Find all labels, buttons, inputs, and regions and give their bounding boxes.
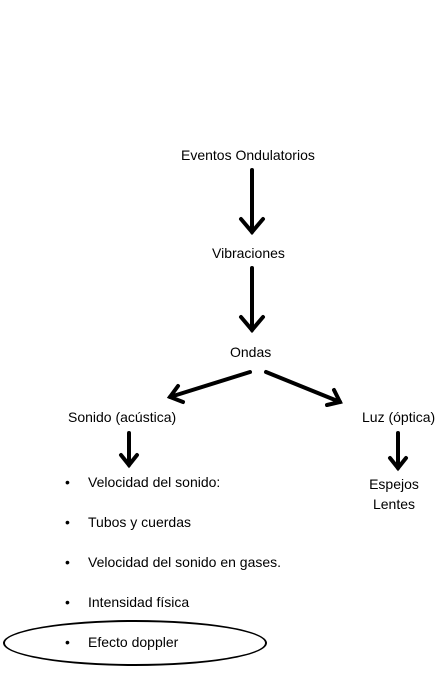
arrow-ondas-to-sonido xyxy=(168,370,252,399)
arrowhead-sonido-to-topics xyxy=(119,453,139,469)
arrowhead-ondas-to-luz xyxy=(325,388,343,407)
list-item: • Velocidad del sonido en gases. xyxy=(62,554,281,594)
bullet-icon: • xyxy=(65,514,70,530)
node-eventos-ondulatorios: Eventos Ondulatorios xyxy=(181,147,315,163)
topic-lentes: Lentes xyxy=(372,496,416,512)
topic-label: Intensidad física xyxy=(88,594,190,610)
topic-espejos: Espejos xyxy=(369,476,419,492)
node-sonido: Sonido (acústica) xyxy=(68,409,177,425)
bullet-icon: • xyxy=(65,554,70,570)
bullet-icon: • xyxy=(65,594,70,610)
arrowhead-ondas-to-sonido xyxy=(166,384,185,404)
topic-label: Tubos y cuerdas xyxy=(88,514,191,530)
light-topics: Espejos Lentes xyxy=(362,474,426,514)
list-item: • Velocidad del sonido: xyxy=(62,474,281,514)
bullet-icon: • xyxy=(65,474,70,490)
arrowhead-root-to-vibraciones xyxy=(239,217,265,236)
list-item: • Intensidad física xyxy=(62,594,281,634)
list-item: • Tubos y cuerdas xyxy=(62,514,281,554)
highlight-ellipse xyxy=(3,620,267,666)
node-ondas: Ondas xyxy=(230,344,272,360)
node-luz: Luz (óptica) xyxy=(362,409,436,425)
arrowhead-luz-to-topics xyxy=(388,456,408,472)
node-vibraciones: Vibraciones xyxy=(212,245,285,261)
topic-label: Velocidad del sonido: xyxy=(88,474,221,490)
arrowhead-vibraciones-to-ondas xyxy=(239,315,265,334)
topic-label: Velocidad del sonido en gases. xyxy=(88,554,282,570)
arrow-ondas-to-luz xyxy=(264,370,342,404)
